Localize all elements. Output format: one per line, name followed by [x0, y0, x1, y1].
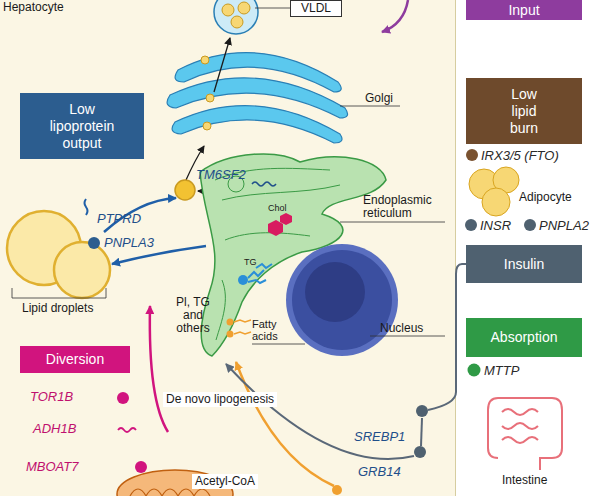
- category-box: Insulin: [466, 245, 582, 283]
- membrane-protein: [252, 182, 276, 186]
- molecule-label: Pl, TG and others: [170, 296, 216, 335]
- box-text: Absorption: [491, 329, 558, 346]
- category-box: Input: [466, 0, 582, 20]
- fatty-acid-icon: [227, 319, 234, 326]
- gene-name: PNPLA2: [539, 219, 589, 232]
- lipoprotein-particle: [231, 16, 243, 28]
- gene-dot: [468, 364, 481, 377]
- gene-name: IRX3/5 (FTO): [481, 149, 559, 162]
- category-box: Diversion: [20, 346, 130, 373]
- leader-line: [370, 336, 445, 337]
- tg-icon: [238, 275, 248, 285]
- fatty-acid-icon: [227, 331, 234, 338]
- molecule-label: Acetyl-CoA: [192, 474, 258, 489]
- signal-line: [421, 418, 422, 446]
- leader-line: [255, 8, 290, 9]
- lipoprotein-particle: [175, 180, 195, 200]
- gene-name: PTPRD: [97, 212, 141, 225]
- gene-dot: [414, 446, 426, 458]
- gene-dot: [416, 405, 428, 417]
- gene-name: ADH1B: [33, 422, 76, 436]
- region-heading: Hepatocyte: [3, 0, 64, 14]
- gene-dot: [466, 149, 478, 161]
- intestine-icon: [488, 398, 562, 470]
- leader-line: [252, 344, 305, 345]
- particle-box: VLDL: [290, 0, 342, 17]
- organelle-label: Endoplasmic reticulum: [363, 194, 443, 220]
- cell-label: Adipocyte: [519, 191, 572, 204]
- category-box: Low lipoprotein output: [20, 93, 144, 159]
- gene-name: PNPLA3: [104, 236, 154, 249]
- pathway-dot: [332, 485, 342, 495]
- lipoprotein-particle: [238, 2, 250, 14]
- vesicle: [203, 122, 211, 130]
- nucleus: [292, 250, 392, 350]
- gene-dot: [465, 219, 477, 231]
- gene-name: SREBP1: [354, 430, 405, 444]
- box-text: Input: [508, 2, 539, 19]
- box-text: VLDL: [301, 0, 331, 17]
- leader-line: [340, 106, 400, 107]
- tg-icon: [256, 264, 272, 268]
- gene-name: GRB14: [358, 465, 401, 479]
- vesicle: [201, 56, 209, 64]
- gene-name: TOR1B: [30, 390, 73, 404]
- vesicle: [206, 94, 214, 102]
- nucleus-envelope: [286, 244, 398, 356]
- organelle-label: Golgi: [365, 92, 393, 105]
- pathway-label: De novo lipogenesis: [163, 392, 277, 407]
- box-text: Diversion: [46, 351, 104, 368]
- leader-line: [340, 222, 445, 223]
- cholesterol-icon: [268, 220, 283, 236]
- molecule-label: Fatty acids: [252, 318, 298, 342]
- gene-name: INSR: [480, 219, 511, 232]
- category-box: Low lipid burn: [466, 78, 582, 144]
- lipoprotein-particle: [222, 4, 234, 16]
- gene-name: MBOAT7: [26, 460, 79, 474]
- gene-dot: [135, 461, 147, 473]
- organelle-label: Lipid droplets: [22, 302, 93, 315]
- organelle-label: Nucleus: [380, 322, 423, 335]
- nucleolus: [305, 262, 365, 322]
- lipid-droplet: [54, 242, 110, 298]
- box-text: Low lipid burn: [501, 86, 547, 137]
- box-text: Low lipoprotein output: [42, 101, 122, 152]
- box-text: Insulin: [504, 256, 544, 273]
- gene-dot: [524, 219, 536, 231]
- molecule-label: Chol: [268, 203, 287, 213]
- gene-dot: [117, 392, 129, 404]
- molecule-label: TG: [244, 257, 257, 267]
- mitochondrion-cristae: [130, 489, 210, 496]
- cholesterol-icon: [280, 213, 292, 225]
- gene-dot: [88, 237, 100, 249]
- organ-label: Intestine: [502, 474, 547, 487]
- gene-name: TM6SF2: [196, 168, 246, 181]
- gene-name: MTTP: [484, 364, 519, 377]
- category-box: Absorption: [466, 318, 582, 357]
- adipocyte-cell: [482, 188, 510, 216]
